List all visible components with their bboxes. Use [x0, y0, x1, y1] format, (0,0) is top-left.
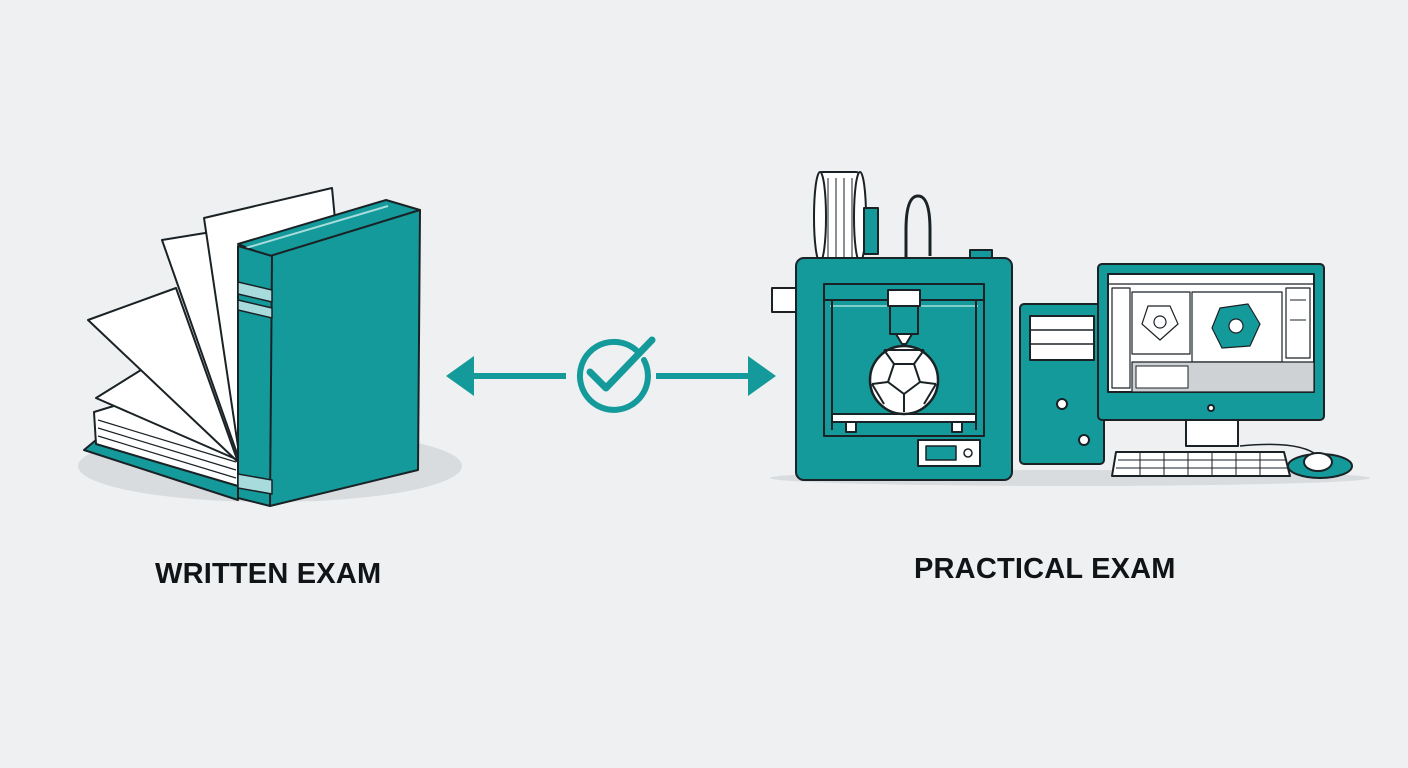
filament-spool-icon	[813, 171, 879, 263]
practical-exam-label: PRACTICAL EXAM	[914, 553, 1176, 585]
mouse-icon	[1239, 443, 1353, 479]
monitor-icon	[1097, 263, 1325, 447]
keyboard-icon	[1111, 451, 1291, 477]
book-icon	[78, 187, 462, 507]
double-arrow-icon	[446, 356, 776, 396]
written-exam-label: WRITTEN EXAM	[155, 558, 382, 590]
check-circle-icon	[576, 336, 656, 413]
desktop-computer-icon	[1019, 263, 1353, 479]
3d-printer-icon	[771, 171, 1013, 481]
printed-object-icon	[868, 344, 940, 416]
pc-tower-icon	[1019, 303, 1105, 465]
